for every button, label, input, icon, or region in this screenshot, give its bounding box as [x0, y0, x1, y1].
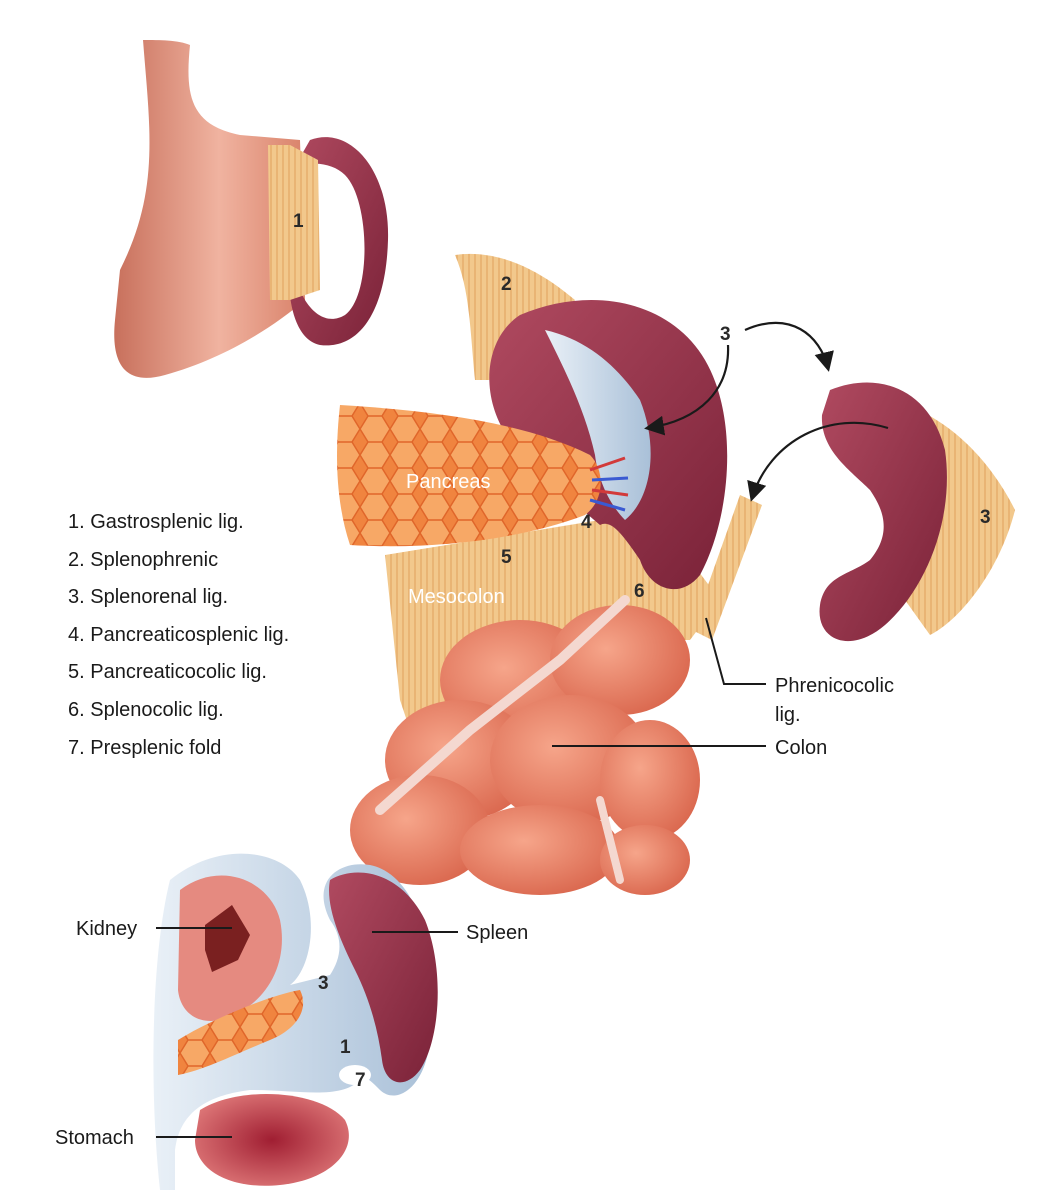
spleen-hilum-peritoneum	[545, 330, 651, 520]
arrow-back-to-ligament	[747, 421, 889, 502]
label-pancreas: Pancreas	[406, 471, 491, 493]
legend-item: 3. Splenorenal lig.	[68, 586, 229, 609]
legend-item: 6. Splenocolic lig.	[68, 698, 224, 721]
middle-illustration: 2 3 4 5 6 Pancreas Mesocolon	[337, 253, 762, 895]
kidney-hilum	[205, 905, 250, 972]
label-mesocolon: Mesocolon	[408, 586, 505, 608]
taenia-coli	[375, 595, 630, 815]
legend-item: 7. Presplenic fold	[68, 736, 222, 759]
stomach-cross	[195, 1093, 349, 1186]
splenic-vessels	[589, 456, 629, 512]
label-3-bottom: 3	[318, 973, 329, 994]
label-3-right: 3	[980, 507, 991, 528]
label-colon: Colon	[775, 737, 827, 759]
label-spleen: Spleen	[466, 922, 528, 944]
phrenicocolic-ligament	[692, 495, 762, 640]
legend-item: 5. Pancreaticocolic lig.	[68, 661, 267, 684]
legend-item: 2. Splenophrenic	[68, 548, 219, 571]
pancreas-cross	[178, 990, 304, 1075]
lesser-sac-space	[339, 1065, 371, 1085]
pancreas	[337, 405, 601, 547]
label-kidney: Kidney	[76, 918, 137, 940]
label-1-top: 1	[293, 211, 304, 232]
label-3-top: 3	[720, 324, 731, 345]
label-5: 5	[501, 547, 512, 568]
phrenicocolic-leader	[705, 617, 766, 685]
legend-item: 1. Gastrosplenic lig.	[68, 511, 244, 533]
splenophrenic-ligament	[455, 253, 575, 380]
top-stomach-spleen-illustration: 1	[114, 40, 389, 378]
label-stomach: Stomach	[55, 1127, 134, 1149]
label-6: 6	[634, 581, 645, 602]
label-2: 2	[501, 274, 512, 295]
label-phrenicocolic-2: lig.	[775, 704, 801, 726]
colon	[350, 595, 700, 895]
spleen-cross	[329, 872, 438, 1083]
cross-section-illustration: 3 1 7	[153, 853, 438, 1190]
spleen-top	[288, 137, 389, 346]
label-7: 7	[355, 1070, 366, 1091]
esophagus-stomach	[114, 40, 305, 378]
ligament-legend: 1. Gastrosplenic lig. 2. Splenophrenic 3…	[68, 510, 289, 773]
leader-lines-bottom	[156, 927, 458, 1138]
label-1-bottom: 1	[340, 1037, 351, 1058]
arrow-to-right-spleen	[744, 321, 834, 372]
rotation-arrows	[644, 321, 889, 502]
legend-item: 4. Pancreaticosplenic lig.	[68, 623, 290, 646]
right-spleen-illustration: 3	[819, 382, 1015, 642]
arrow-to-hilum	[644, 344, 730, 436]
spleen-right	[819, 382, 947, 642]
gastrosplenic-ligament-top	[268, 145, 320, 300]
label-phrenicocolic-1: Phrenicocolic	[775, 675, 894, 697]
label-4: 4	[581, 512, 592, 533]
leader-lines-middle	[552, 617, 766, 747]
